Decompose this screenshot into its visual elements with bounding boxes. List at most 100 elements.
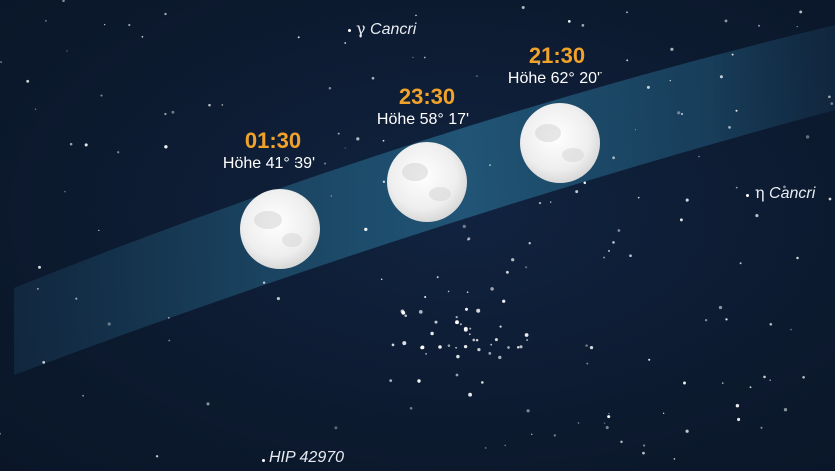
background-star (45, 20, 47, 22)
background-star (721, 382, 724, 384)
background-star (739, 262, 742, 265)
background-star (499, 325, 502, 328)
background-star (424, 296, 427, 298)
background-star (617, 229, 621, 232)
background-star (382, 180, 386, 183)
background-star (669, 79, 671, 82)
background-star (608, 412, 610, 415)
background-star (679, 218, 683, 222)
background-star (603, 422, 606, 424)
background-star (735, 109, 738, 112)
background-star (0, 61, 3, 64)
background-star (488, 351, 492, 355)
moon-altitude-2330: Höhe 58° 17' (376, 111, 470, 128)
background-star (526, 409, 530, 413)
background-star (294, 161, 297, 164)
background-star (550, 201, 552, 203)
background-star (477, 347, 481, 352)
background-star (75, 297, 78, 300)
background-star (456, 354, 460, 359)
background-star (208, 103, 211, 107)
background-star (168, 339, 171, 342)
gamma-cancri-letter: γ (356, 19, 366, 38)
background-star (462, 224, 466, 229)
background-star (84, 143, 88, 147)
background-star (164, 145, 168, 149)
background-star (769, 322, 773, 326)
background-star (504, 444, 507, 447)
hip-42970-label: HIP 42970 (269, 449, 345, 466)
background-star (402, 341, 407, 346)
background-star (155, 455, 159, 458)
background-star (763, 375, 766, 379)
background-star (430, 331, 434, 336)
background-star (704, 318, 708, 322)
background-star (171, 110, 175, 114)
moon-0130 (240, 189, 320, 269)
background-star (683, 381, 686, 385)
background-star (455, 346, 457, 349)
background-star (637, 196, 640, 199)
hip-42970-star (262, 459, 265, 462)
background-star (728, 126, 731, 129)
background-star (648, 358, 651, 361)
background-star (415, 14, 417, 17)
background-star (589, 345, 594, 350)
background-star (507, 346, 510, 349)
background-star (475, 338, 479, 342)
background-star (356, 137, 360, 141)
background-star (553, 434, 556, 437)
background-star (98, 229, 100, 231)
background-star (262, 281, 266, 284)
background-star (389, 379, 393, 382)
background-star (626, 59, 629, 62)
background-star (38, 265, 41, 269)
background-star (382, 139, 385, 142)
background-star (404, 314, 408, 318)
moon-altitude-2130: Höhe 62° 20' (507, 70, 601, 87)
background-star (670, 47, 674, 51)
background-star (511, 258, 515, 262)
background-star (466, 291, 469, 294)
background-star (467, 237, 471, 241)
background-star (575, 190, 579, 194)
star-field (0, 0, 834, 460)
background-star (276, 297, 280, 301)
background-star (468, 333, 471, 336)
background-star (436, 276, 439, 279)
background-star (344, 42, 347, 44)
background-star (605, 426, 609, 430)
background-star (612, 156, 615, 160)
background-star (484, 446, 487, 449)
background-star (168, 317, 170, 319)
background-star (455, 373, 459, 377)
background-star (472, 338, 476, 342)
background-star (107, 322, 111, 326)
background-star (783, 185, 786, 189)
background-star (505, 270, 509, 274)
background-star (642, 444, 646, 447)
background-star (790, 328, 792, 331)
background-star (37, 288, 39, 290)
background-star (344, 147, 346, 149)
background-star (725, 318, 728, 321)
background-star (802, 375, 805, 379)
background-star (600, 72, 602, 74)
background-star (685, 198, 689, 202)
background-star (698, 155, 700, 158)
background-star (735, 404, 740, 408)
background-star (629, 254, 632, 258)
background-star (796, 256, 799, 260)
background-star (337, 132, 340, 135)
background-star (417, 379, 421, 383)
background-star (412, 56, 414, 59)
background-star (525, 266, 528, 269)
background-star (104, 24, 106, 26)
moon-2130 (520, 103, 600, 183)
background-star (391, 343, 395, 347)
background-star (718, 305, 723, 310)
background-star (409, 406, 413, 410)
gamma-cancri-name: Cancri (370, 21, 417, 38)
background-star (434, 320, 438, 324)
